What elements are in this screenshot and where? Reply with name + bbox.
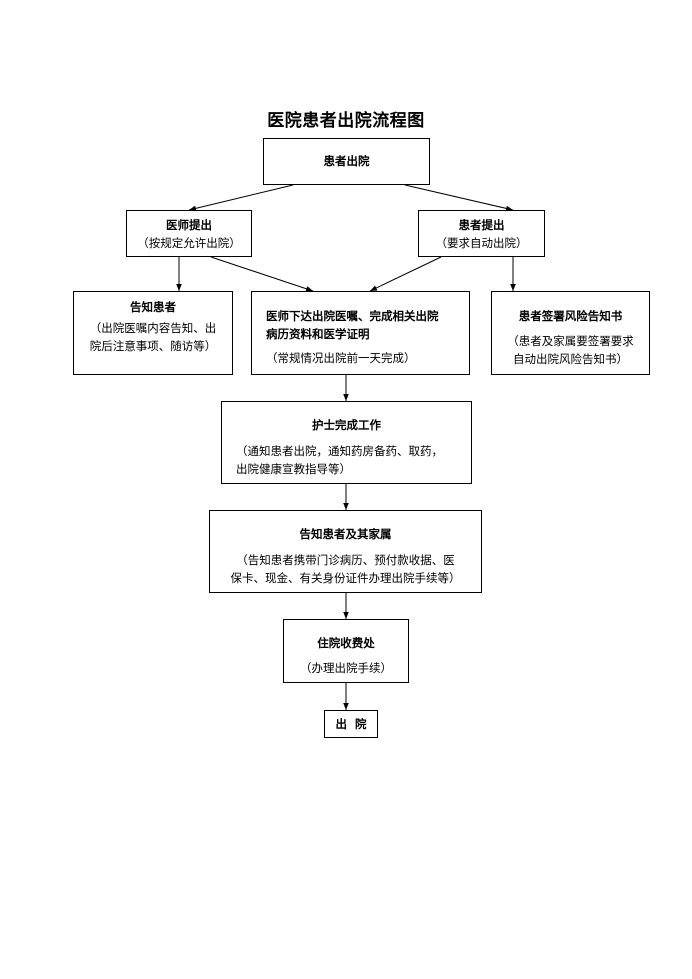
node-label: 患者签署风险告知书: [518, 309, 623, 323]
node-note-line1: （告知患者携带门诊病历、预付款收据、医: [236, 553, 455, 567]
node-note: （办理出院手续）: [300, 661, 392, 675]
node-note-line1: （患者及家属要签署要求: [507, 334, 634, 348]
node-notify-patient: 告知患者 （出院医嘱内容告知、出 院后注意事项、随访等）: [73, 291, 233, 375]
node-note-line1: （出院医嘱内容告知、出: [89, 321, 217, 335]
node-label: 住院收费处: [317, 636, 375, 650]
arrow-patient-to-orders: [369, 256, 442, 292]
node-discharge: 出 院: [324, 710, 378, 738]
node-label: 医师提出: [166, 218, 212, 232]
node-risk-form: 患者签署风险告知书 （患者及家属要签署要求 自动出院风险告知书）: [491, 291, 650, 375]
node-label-line2: 病历资料和医学证明: [266, 327, 370, 341]
node-note-line2: 保卡、现金、有关身份证件办理出院手续等）: [230, 571, 461, 585]
node-patient-request: 患者提出 （要求自动出院）: [418, 210, 545, 257]
node-label: 患者提出: [458, 218, 505, 232]
node-note: （常规情况出院前一天完成）: [266, 351, 416, 365]
node-note-line1: （通知患者出院，通知药房备药、取药，: [236, 444, 443, 458]
node-billing: 住院收费处 （办理出院手续）: [283, 619, 409, 683]
node-label: 护士完成工作: [312, 418, 381, 432]
node-label: 患者出院: [323, 154, 370, 168]
arrow-doctor-to-orders: [210, 256, 314, 292]
node-note: （按规定允许出院）: [137, 236, 241, 250]
node-note-line2: 院后注意事项、随访等）: [89, 339, 217, 353]
node-doctor-orders: 医师下达出院医嘱、完成相关出院 病历资料和医学证明 （常规情况出院前一天完成）: [251, 291, 470, 375]
node-doctor-propose: 医师提出 （按规定允许出院）: [126, 210, 252, 257]
page-title: 医院患者出院流程图: [267, 111, 425, 131]
node-note-line2: 自动出院风险告知书）: [513, 352, 628, 366]
node-label-line1: 医师下达出院医嘱、完成相关出院: [266, 309, 439, 323]
node-note-line2: 出院健康宣教指导等）: [236, 462, 351, 476]
node-label: 告知患者: [130, 300, 176, 314]
node-notify-family: 告知患者及其家属 （告知患者携带门诊病历、预付款收据、医 保卡、现金、有关身份证…: [209, 510, 482, 593]
node-note: （要求自动出院）: [435, 236, 528, 250]
arrow-start-to-patient: [404, 184, 514, 212]
node-patient-discharge: 患者出院: [263, 138, 430, 185]
node-label: 出 院: [335, 717, 367, 731]
node-nurse-work: 护士完成工作 （通知患者出院，通知药房备药、取药， 出院健康宣教指导等）: [221, 401, 472, 484]
arrow-start-to-doctor: [188, 184, 294, 212]
node-label: 告知患者及其家属: [299, 527, 392, 541]
